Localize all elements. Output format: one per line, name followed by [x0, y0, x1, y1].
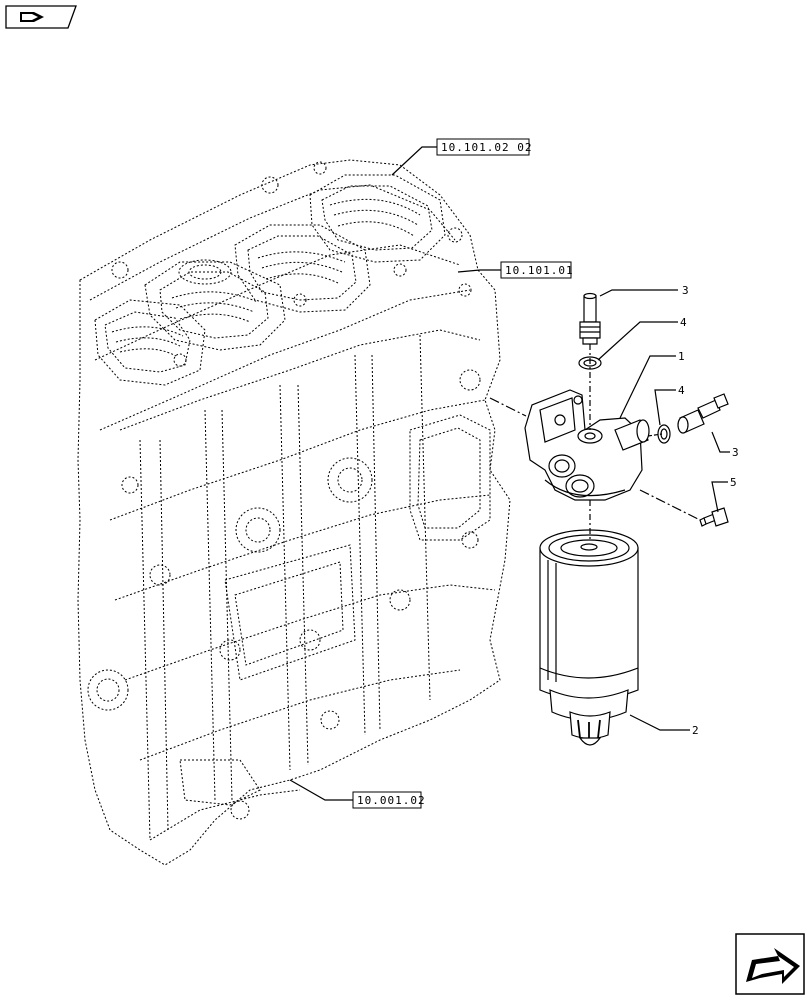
callout-4-top: 4 — [680, 316, 687, 329]
ref-box-10-001-02[interactable]: 10.001.02 — [352, 791, 426, 809]
callout-5: 5 — [730, 476, 737, 489]
callout-4-right: 4 — [678, 384, 685, 397]
filter-head — [524, 389, 650, 501]
callout-2: 2 — [692, 724, 699, 737]
callout-1: 1 — [678, 350, 685, 363]
connector-fitting-right — [677, 393, 729, 434]
sealing-washer-right — [657, 424, 671, 444]
mounting-bolt — [699, 507, 729, 527]
ref-label: 10.101.02 02 — [441, 141, 532, 154]
ref-label: 10.101.01 — [505, 264, 574, 277]
alignment-lines — [489, 344, 701, 540]
book-icon[interactable] — [5, 5, 77, 29]
fuel-filter-cartridge — [539, 529, 639, 746]
connector-fitting-top — [579, 292, 601, 345]
ref-box-10-101-02-02[interactable]: 10.101.02 02 — [436, 138, 532, 156]
ref-box-10-101-01[interactable]: 10.101.01 — [500, 261, 574, 279]
ref-label: 10.001.02 — [357, 794, 426, 807]
next-page-arrow-icon[interactable] — [735, 933, 805, 995]
leader-lines — [289, 146, 730, 801]
engine-block — [77, 159, 511, 866]
callout-3-right: 3 — [732, 446, 739, 459]
callout-3-top: 3 — [682, 284, 689, 297]
